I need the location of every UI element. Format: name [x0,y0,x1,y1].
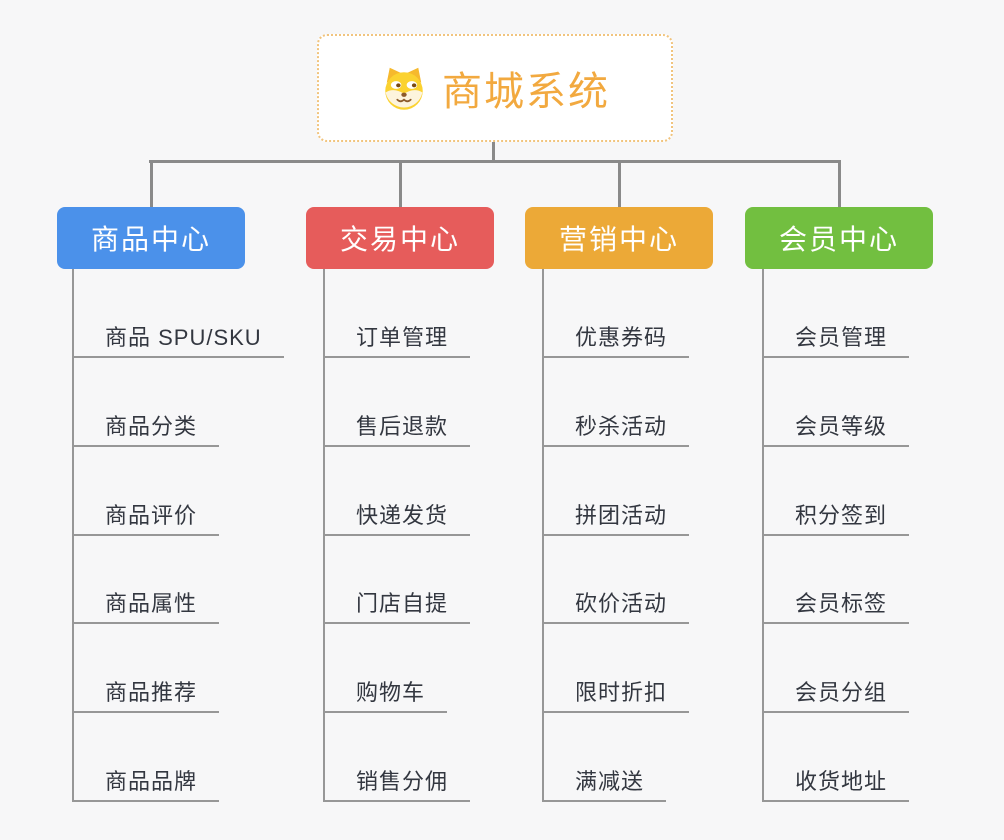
child-node[interactable]: 限时折扣 [542,671,690,713]
branch-node[interactable]: 营销中心 [525,207,713,269]
child-node[interactable]: 积分签到 [762,494,910,536]
branch-node-label: 营销中心 [558,224,679,255]
child-node[interactable]: 商品属性 [72,582,220,624]
child-node[interactable]: 收货地址 [762,760,910,802]
branch-node[interactable]: 会员中心 [745,207,933,269]
child-node[interactable]: 快递发货 [323,494,471,536]
child-node[interactable]: 门店自提 [323,582,471,624]
child-node[interactable]: 商品评价 [72,494,220,536]
child-node[interactable]: 会员等级 [762,405,910,447]
child-node[interactable]: 售后退款 [323,405,471,447]
child-node[interactable]: 会员管理 [762,316,910,358]
child-node[interactable]: 商品推荐 [72,671,220,713]
child-node[interactable]: 秒杀活动 [542,405,690,447]
child-node[interactable]: 销售分佣 [323,760,471,802]
branch-drop-connector [618,160,621,207]
child-node[interactable]: 商品分类 [72,405,220,447]
child-node[interactable]: 拼团活动 [542,494,690,536]
child-node[interactable]: 满减送 [542,760,667,802]
branch-drop-connector [838,160,841,207]
branch-node-label: 商品中心 [90,224,211,255]
branch-node[interactable]: 商品中心 [57,207,245,269]
root-drop-connector [492,141,495,163]
root-node-label: 商城系统 [442,70,610,114]
branch-bus-connector [149,160,841,163]
child-node[interactable]: 会员标签 [762,582,910,624]
child-node[interactable]: 商品品牌 [72,760,220,802]
child-node[interactable]: 购物车 [323,671,448,713]
shiba-dog-icon [385,67,423,110]
root-node-mall-system[interactable]: 商城系统 [317,34,673,142]
branch-drop-connector [399,160,402,207]
child-node[interactable]: 商品 SPU/SKU [72,316,284,358]
branch-node-label: 会员中心 [778,224,899,255]
branch-node-label: 交易中心 [339,224,460,255]
child-node[interactable]: 会员分组 [762,671,910,713]
child-node[interactable]: 优惠券码 [542,316,690,358]
child-node[interactable]: 砍价活动 [542,582,690,624]
child-node[interactable]: 订单管理 [323,316,471,358]
branch-node[interactable]: 交易中心 [306,207,494,269]
branch-drop-connector [150,160,153,207]
